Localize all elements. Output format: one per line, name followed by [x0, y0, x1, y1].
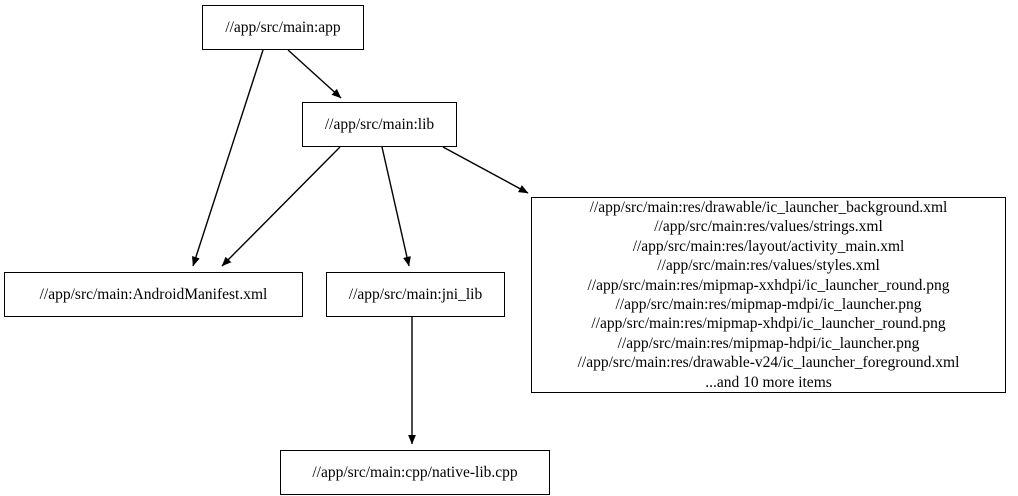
node-app-label: //app/src/main:app: [225, 18, 341, 36]
node-resources-line: //app/src/main:res/mipmap-xxhdpi/ic_laun…: [587, 276, 950, 294]
node-resources-line: ...and 10 more items: [705, 373, 832, 391]
node-resources-line: //app/src/main:res/mipmap-xhdpi/ic_launc…: [591, 315, 946, 333]
edge-lib-to-resources: [442, 146, 529, 194]
node-android-manifest-label: //app/src/main:AndroidManifest.xml: [39, 285, 268, 303]
node-lib[interactable]: //app/src/main:lib: [302, 102, 457, 147]
node-resources-line: //app/src/main:res/drawable/ic_launcher_…: [589, 198, 948, 216]
edge-app-to-manifest: [192, 49, 264, 267]
node-native-lib-cpp[interactable]: //app/src/main:cpp/native-lib.cpp: [280, 450, 550, 495]
node-android-manifest[interactable]: //app/src/main:AndroidManifest.xml: [4, 272, 303, 317]
node-resources-line: //app/src/main:res/layout/activity_main.…: [632, 237, 905, 255]
node-jni-lib-label: //app/src/main:jni_lib: [348, 285, 483, 303]
node-resources-label-list: //app/src/main:res/drawable/ic_launcher_…: [532, 198, 1005, 392]
node-resources-line: //app/src/main:res/mipmap-hdpi/ic_launch…: [617, 334, 920, 352]
edge-lib-to-jni-lib: [381, 146, 411, 267]
node-resources-line: //app/src/main:res/mipmap-mdpi/ic_launch…: [615, 296, 922, 313]
node-resources[interactable]: //app/src/main:res/drawable/ic_launcher_…: [531, 197, 1006, 393]
node-native-lib-cpp-label: //app/src/main:cpp/native-lib.cpp: [312, 463, 518, 481]
node-resources-line: //app/src/main:res/values/strings.xml: [654, 218, 883, 236]
edge-lib-to-manifest: [221, 146, 341, 267]
node-app[interactable]: //app/src/main:app: [202, 5, 364, 50]
node-resources-line: //app/src/main:res/drawable-v24/ic_launc…: [577, 354, 960, 372]
node-jni-lib[interactable]: //app/src/main:jni_lib: [326, 272, 505, 317]
node-resources-line: //app/src/main:res/values/styles.xml: [657, 257, 880, 275]
node-lib-label: //app/src/main:lib: [324, 115, 435, 133]
edge-app-to-lib: [287, 49, 342, 99]
